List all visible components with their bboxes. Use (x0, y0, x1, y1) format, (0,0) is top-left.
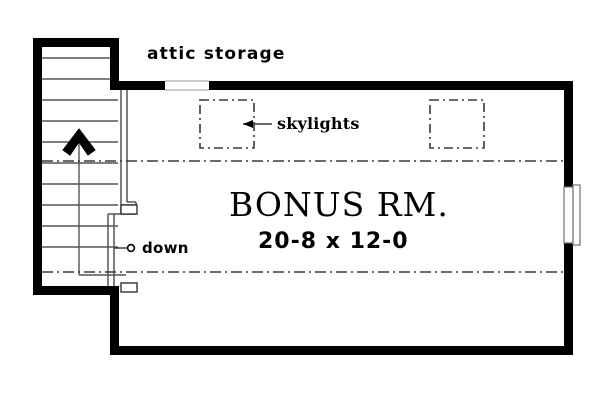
room-dimensions-label: 20-8 x 12-0 (258, 229, 409, 254)
room-name-label: BONUS RM. (229, 185, 449, 224)
skylight-right (429, 99, 485, 149)
up-arrow-icon (62, 128, 96, 156)
window-right-wall (563, 184, 581, 246)
stair-railing (107, 88, 137, 291)
ceiling-break-lines (42, 160, 564, 273)
stair-stringer-line (78, 142, 126, 276)
skylights-leader-line (243, 120, 272, 128)
attic-storage-label: attic storage (147, 44, 286, 64)
door-opening[interactable] (165, 80, 209, 91)
down-leader (114, 243, 136, 253)
railing-posts (120, 204, 138, 293)
skylights-label: skylights (277, 114, 360, 133)
down-label: down (142, 239, 189, 257)
